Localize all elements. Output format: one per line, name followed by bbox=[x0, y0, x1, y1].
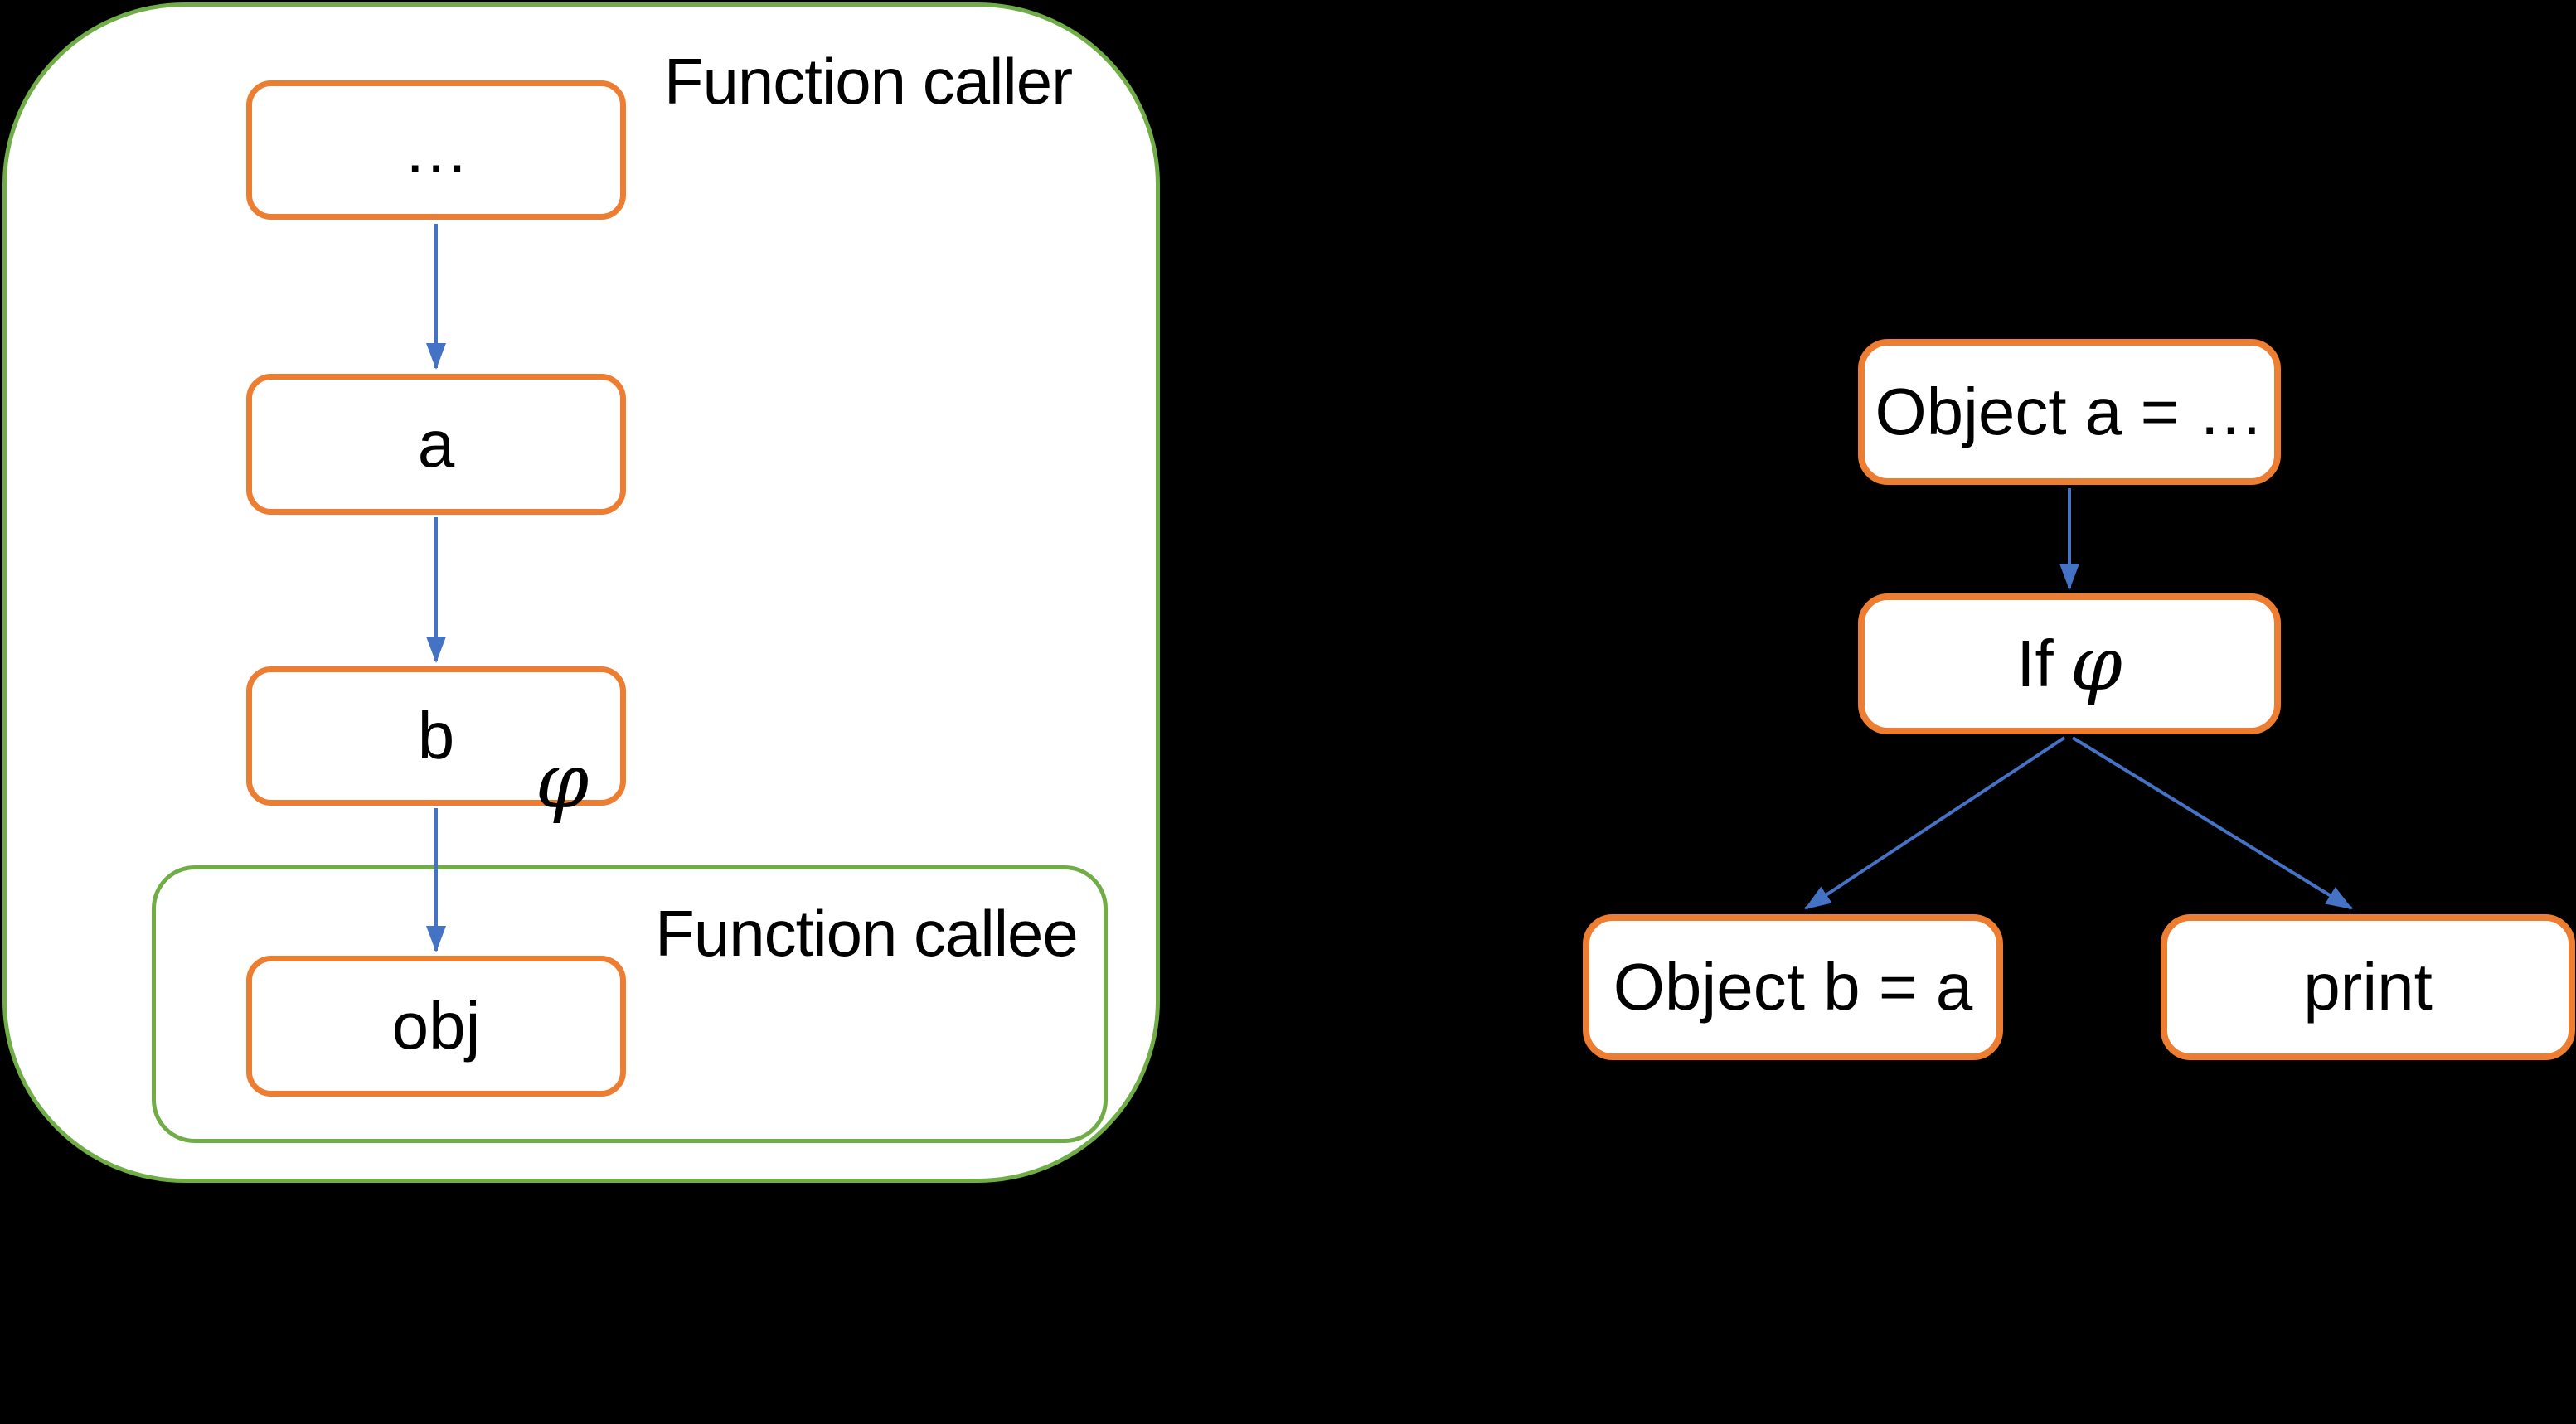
node-b-label: b bbox=[417, 699, 455, 773]
node-if-phi-label: If bbox=[2016, 627, 2054, 700]
node-a-label: a bbox=[417, 407, 455, 481]
node-dots-label: … bbox=[403, 113, 469, 186]
node-object-a: Object a = … bbox=[1858, 339, 2281, 485]
node-if-phi-symbol: φ bbox=[2069, 620, 2122, 708]
arrow-if-to-print bbox=[2071, 736, 2353, 910]
node-object-b-label: Object b = a bbox=[1613, 950, 1973, 1024]
node-object-b: Object b = a bbox=[1583, 914, 2003, 1060]
function-callee-label: Function callee bbox=[655, 897, 1079, 970]
arrow-if-to-objectb bbox=[1804, 736, 2066, 910]
node-obj-label: obj bbox=[391, 989, 481, 1063]
phi-condition-annotation: φ bbox=[535, 737, 589, 826]
function-caller-label: Function caller bbox=[663, 45, 1073, 118]
node-a: a bbox=[246, 374, 626, 515]
node-dots: … bbox=[246, 80, 626, 220]
node-obj: obj bbox=[246, 956, 626, 1097]
node-if-phi: If φ bbox=[1858, 593, 2281, 734]
node-print: print bbox=[2161, 914, 2575, 1060]
node-b: b bbox=[246, 666, 626, 806]
node-print-label: print bbox=[2303, 950, 2433, 1024]
node-object-a-label: Object a = … bbox=[1875, 375, 2264, 448]
